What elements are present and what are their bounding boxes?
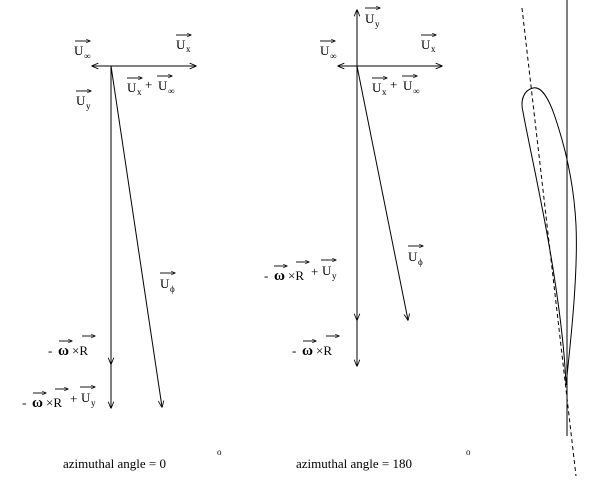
right-omega-r-uy-plus: + [311, 264, 318, 279]
left-u-phi-text: U [160, 276, 170, 291]
left-omega-r-label: - ω ×R [48, 336, 95, 359]
left-sum-a-sub: x [137, 87, 142, 97]
right-omega-r-minus: - [292, 343, 296, 358]
right-u-y-label: U y [365, 8, 380, 29]
left-omega-r-times: ×R [72, 343, 88, 358]
right-sum-b-sub: ∞ [413, 86, 419, 96]
right-u-inf-label: U ∞ [320, 41, 336, 61]
right-omega-r-uy-minus: - [264, 268, 268, 283]
left-sum-a-text: U [127, 80, 137, 95]
right-u-x-sub: x [431, 44, 436, 54]
right-omega-r-uy-times: ×R [288, 268, 304, 283]
right-u-inf-text: U [320, 43, 330, 58]
right-caption: azimuthal angle = 180 [296, 456, 412, 471]
right-sum-a-text: U [372, 80, 382, 95]
right-sum-b-text: U [403, 78, 413, 93]
right-omega-r-uy-label: - ω ×R + U y [264, 260, 337, 284]
right-u-y-text: U [365, 11, 375, 26]
right-u-y-sub: y [375, 19, 380, 29]
left-u-phi-label: U ϕ [160, 273, 175, 294]
right-u-phi-arrow [356, 65, 408, 320]
right-plus-text: + [390, 77, 397, 92]
left-u-phi-sub: ϕ [170, 284, 175, 294]
right-u-phi-label: U ϕ [408, 246, 423, 267]
left-omega-r-omega: ω [58, 343, 69, 359]
left-sum-b-text: U [158, 78, 168, 93]
right-u-phi-text: U [408, 249, 418, 264]
left-sum-label: U x + U ∞ [127, 76, 174, 97]
left-omega-r-uy-times: ×R [46, 395, 62, 410]
left-omega-r-uy-plus: + [70, 391, 77, 406]
right-omega-r-times: ×R [316, 343, 332, 358]
right-u-inf-sub: ∞ [330, 51, 336, 61]
left-degree: o [217, 447, 222, 457]
left-u-y-sub: y [86, 101, 91, 111]
right-u-x-text: U [421, 37, 431, 52]
airfoil-chord-line [521, 7, 577, 477]
left-omega-r-uy-sub: y [91, 398, 96, 408]
left-caption: azimuthal angle = 0 [63, 456, 166, 471]
right-u-phi-sub: ϕ [418, 257, 423, 267]
left-u-x-sub: x [186, 44, 191, 54]
airfoil-outline [521, 87, 577, 386]
left-plus-text: + [145, 77, 152, 92]
left-omega-r-uy-minus: - [22, 395, 26, 410]
left-u-y-text: U [76, 93, 86, 108]
left-omega-r-uy-label: - ω ×R + U y [22, 387, 96, 411]
left-u-phi-arrow [110, 65, 162, 407]
left-u-inf-text: U [74, 43, 84, 58]
right-omega-r-uy-sub: y [332, 271, 337, 281]
right-omega-r-omega: ω [302, 343, 313, 359]
left-u-x-label: U x [176, 35, 191, 54]
left-u-inf-sub: ∞ [84, 51, 90, 61]
right-omega-r-uy-u: U [322, 263, 332, 278]
airfoil-profile [521, 0, 577, 477]
left-omega-r-uy-omega: ω [32, 395, 43, 411]
right-u-x-label: U x [421, 35, 436, 54]
right-sum-a-sub: x [382, 87, 387, 97]
left-sum-b-sub: ∞ [168, 86, 174, 96]
right-degree: o [466, 447, 471, 457]
left-u-x-text: U [176, 37, 186, 52]
right-omega-r-uy-omega: ω [274, 268, 285, 284]
right-velocity-diagram: U y U ∞ U x U x + U ∞ U ϕ [264, 8, 471, 471]
right-sum-label: U x + U ∞ [372, 76, 419, 97]
left-u-y-label: U y [76, 91, 91, 111]
left-velocity-diagram: U ∞ U x U y U x + U ∞ U ϕ [22, 35, 222, 471]
left-u-inf-label: U ∞ [74, 41, 90, 61]
left-omega-r-minus: - [48, 343, 52, 358]
left-omega-r-uy-u: U [81, 390, 91, 405]
right-omega-r-label: - ω ×R [292, 336, 339, 359]
